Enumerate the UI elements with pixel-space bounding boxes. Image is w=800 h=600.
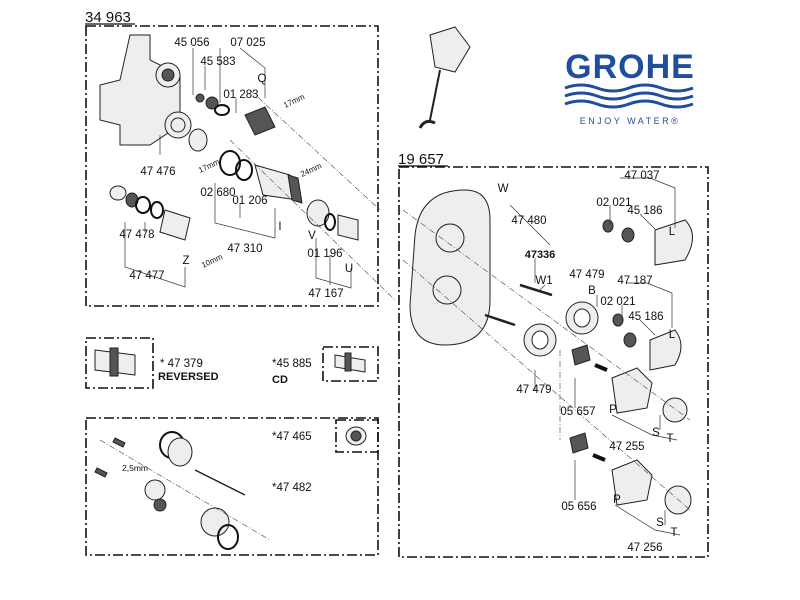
body-set-group: 34 963 45 056 07 025 45 583 Q 01 283 17m… <box>85 9 396 307</box>
part-note: CD <box>272 374 288 386</box>
part-label: *45 885 <box>272 358 312 370</box>
grohe-logo: GROHE ENJOY WATER® <box>564 48 695 126</box>
logo-tagline: ENJOY WATER® <box>580 116 680 126</box>
handle-knob-part <box>654 219 693 266</box>
part-label: 45 583 <box>200 56 235 68</box>
part-label: W <box>498 183 509 195</box>
part-label: *47 482 <box>272 482 312 494</box>
part-label: 45 056 <box>174 37 209 49</box>
part-label: *47 465 <box>272 431 312 443</box>
part-label: Z <box>182 255 189 267</box>
part-label: V <box>308 230 316 242</box>
part-label: 07 025 <box>230 37 265 49</box>
part-label: S <box>652 427 660 439</box>
part-label: 47 479 <box>516 384 551 396</box>
part-label: B <box>588 285 596 297</box>
valve-body-part <box>99 34 181 146</box>
trim-set-group: 19 657 W 47 480 47336 W1 47 479 B 02 021… <box>398 151 709 558</box>
part-label: Q <box>258 73 267 85</box>
part-label: L <box>669 226 676 238</box>
trim-set-frame <box>398 166 709 558</box>
part-label: U <box>345 263 353 275</box>
part-label: 47 310 <box>227 243 262 255</box>
body-set-number: 34 963 <box>85 9 131 26</box>
handle-part <box>611 367 653 414</box>
part-label: T <box>670 527 677 539</box>
part-label: 47 480 <box>511 215 546 227</box>
part-label: 45 186 <box>628 311 663 323</box>
wrench-size-label: 24mm <box>299 161 323 179</box>
wrench-size-label: 17mm <box>197 157 221 175</box>
part-label: 01 283 <box>223 89 258 101</box>
screwdriver-inset <box>418 26 471 129</box>
arrow-icon <box>592 453 606 462</box>
part-label: 47 477 <box>129 270 164 282</box>
rotate-arrow-icon <box>418 119 436 129</box>
part-label: 47 479 <box>569 269 604 281</box>
arrow-icon <box>594 363 608 372</box>
accessory-47465: *47 465 <box>272 419 379 453</box>
part-label: 47 478 <box>119 229 154 241</box>
body-set-frame <box>85 25 379 307</box>
wrench-size-label: 10mm <box>200 252 224 270</box>
part-label: 47336 <box>525 249 556 261</box>
part-label: P <box>613 494 621 506</box>
part-label: T <box>666 433 673 445</box>
wave-icon <box>564 83 694 93</box>
accessory-47379: * 47 379 REVERSED <box>85 337 219 389</box>
part-label: * 47 379 <box>160 358 203 370</box>
part-label: 01 206 <box>232 195 267 207</box>
part-label: 47 037 <box>624 170 659 182</box>
part-label: 02 021 <box>600 296 635 308</box>
part-label: P <box>609 404 617 416</box>
part-note: 2,5mm <box>122 463 148 473</box>
logo-brand: GROHE <box>565 48 695 86</box>
part-note: REVERSED <box>158 371 219 383</box>
part-label: W1 <box>535 275 552 287</box>
wave-icon <box>564 99 694 109</box>
handle-knob-part <box>649 329 682 371</box>
part-label: L <box>669 329 676 341</box>
part-label: 45 186 <box>627 205 662 217</box>
handle-part <box>611 459 653 506</box>
part-label: 05 656 <box>561 501 596 513</box>
part-label: I <box>278 221 281 233</box>
wave-icon <box>564 91 694 101</box>
part-label: 47 255 <box>609 441 644 453</box>
wrench-size-label: 17mm <box>282 92 306 110</box>
part-label: 01 196 <box>307 248 342 260</box>
part-label: 47 256 <box>627 542 662 554</box>
part-label: 05 657 <box>560 406 595 418</box>
accessory-45885: *45 885 CD <box>272 346 379 386</box>
part-label: 47 187 <box>617 275 652 287</box>
part-label: 47 167 <box>308 288 343 300</box>
part-label: 47 476 <box>140 166 175 178</box>
escutcheon-plate-part <box>409 189 491 346</box>
trim-set-number: 19 657 <box>398 151 444 168</box>
part-label: 02 680 <box>200 187 235 199</box>
part-label: S <box>656 517 664 529</box>
accessory-47482: 2,5mm *47 482 <box>85 417 379 556</box>
part-label: 02 021 <box>596 197 631 209</box>
